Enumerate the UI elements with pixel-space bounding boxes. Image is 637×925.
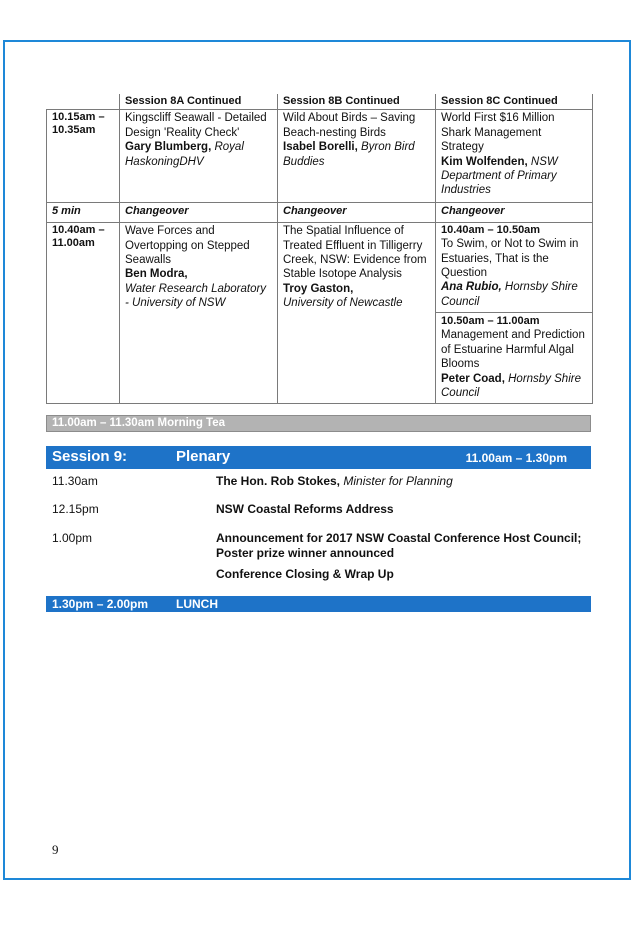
speaker-name: Peter Coad, <box>441 372 505 385</box>
talk-title: Management and Prediction of Estuarine H… <box>441 329 585 371</box>
lunch-time: 1.30pm – 2.00pm <box>52 597 149 611</box>
session-8-table: Session 8A Continued Session 8B Continue… <box>46 94 593 405</box>
speaker-name: Kim Wolfenden, <box>441 155 528 168</box>
agenda-time: 11.30am <box>52 474 98 488</box>
agenda-item: Conference Closing & Wrap Up <box>52 567 592 583</box>
session-time: 11.00am – 1.30pm <box>465 451 567 465</box>
changeover-time: 5 min <box>46 201 120 224</box>
talk-title: The Spatial Influence of Treated Effluen… <box>283 225 427 281</box>
table-row: 10.40am – 11.00am Wave Forces and Overto… <box>46 222 593 405</box>
sub-talk: 10.50am – 11.00am Management and Predict… <box>436 312 592 400</box>
header-session-8c: Session 8C Continued <box>435 94 593 111</box>
speaker-org: Royal HaskoningDHV <box>125 141 244 168</box>
agenda-subtitle: Minister for Planning <box>343 474 453 488</box>
table-row: 10.15am – 10.35am Kingscliff Seawall - D… <box>46 109 593 203</box>
sub-time: 10.40am – 10.50am <box>441 224 541 237</box>
speaker-name: Ana Rubio, <box>441 281 502 294</box>
speaker-name: Troy Gaston, <box>283 282 354 295</box>
talk-title: World First $16 Million Shark Management… <box>441 112 555 154</box>
agenda-time: 12.15pm <box>52 502 99 516</box>
changeover-row: 5 min Changeover Changeover Changeover <box>46 201 593 224</box>
changeover-label: Changeover <box>435 201 593 224</box>
changeover-label: Changeover <box>119 201 278 224</box>
agenda-item: 1.00pm Announcement for 2017 NSW Coastal… <box>52 531 592 563</box>
agenda-time: 1.00pm <box>52 531 93 545</box>
morning-tea-bar: 11.00am – 11.30am Morning Tea <box>46 415 591 432</box>
talk-cell-8b: The Spatial Influence of Treated Effluen… <box>277 222 436 405</box>
talk-cell-8c: World First $16 Million Shark Management… <box>435 109 593 203</box>
header-session-8a: Session 8A Continued <box>119 94 278 111</box>
talk-cell-8a: Wave Forces and Overtopping on Stepped S… <box>119 222 278 405</box>
talk-title: Wave Forces and Overtopping on Stepped S… <box>125 225 250 267</box>
talk-title: To Swim, or Not to Swim in Estuaries, Th… <box>441 238 579 280</box>
speaker-org: Water Research Laboratory - University o… <box>125 282 267 310</box>
lunch-label: LUNCH <box>176 597 218 611</box>
agenda-item: 11.30am The Hon. Rob Stokes, Minister fo… <box>52 474 592 490</box>
header-session-8b: Session 8B Continued <box>277 94 436 111</box>
talk-title: Wild About Birds – Saving Beach-nesting … <box>283 112 416 139</box>
time-cell: 10.40am – 11.00am <box>46 222 120 405</box>
header-empty-cell <box>46 94 120 111</box>
agenda-title: Announcement for 2017 NSW Coastal Confer… <box>216 531 582 560</box>
session-9-header: Session 9: Plenary 11.00am – 1.30pm <box>46 446 591 469</box>
agenda-title: NSW Coastal Reforms Address <box>216 502 394 516</box>
speaker-org: Byron Bird Buddies <box>283 141 415 168</box>
speaker-name: Isabel Borelli, <box>283 141 358 154</box>
page-number: 9 <box>52 842 59 857</box>
speaker-name: Gary Blumberg, <box>125 141 212 154</box>
speaker-org: University of Newcastle <box>283 297 403 310</box>
speaker-org: Hornsby Shire Council <box>441 372 581 399</box>
talk-cell-8b: Wild About Birds – Saving Beach-nesting … <box>277 109 436 203</box>
speaker-org: Hornsby Shire Council <box>441 281 578 308</box>
agenda-title: Conference Closing & Wrap Up <box>216 567 394 581</box>
lunch-bar: 1.30pm – 2.00pm LUNCH <box>46 596 591 612</box>
session-label: Session 9: <box>52 448 128 465</box>
session-title: Plenary <box>176 448 231 465</box>
changeover-label: Changeover <box>277 201 436 224</box>
sub-time: 10.50am – 11.00am <box>441 315 540 328</box>
page-frame <box>3 40 631 880</box>
talk-title: Kingscliff Seawall - Detailed Design 'Re… <box>125 112 267 139</box>
agenda-title: The Hon. Rob Stokes, <box>216 474 341 488</box>
agenda-item: 12.15pm NSW Coastal Reforms Address <box>52 502 592 518</box>
speaker-name: Ben Modra, <box>125 268 188 281</box>
speaker-org: NSW Department of Primary Industries <box>441 155 558 197</box>
time-cell: 10.15am – 10.35am <box>46 109 120 203</box>
talk-cell-8c: 10.40am – 10.50am To Swim, or Not to Swi… <box>435 222 593 405</box>
talk-cell-8a: Kingscliff Seawall - Detailed Design 'Re… <box>119 109 278 203</box>
table-header-row: Session 8A Continued Session 8B Continue… <box>46 94 593 111</box>
